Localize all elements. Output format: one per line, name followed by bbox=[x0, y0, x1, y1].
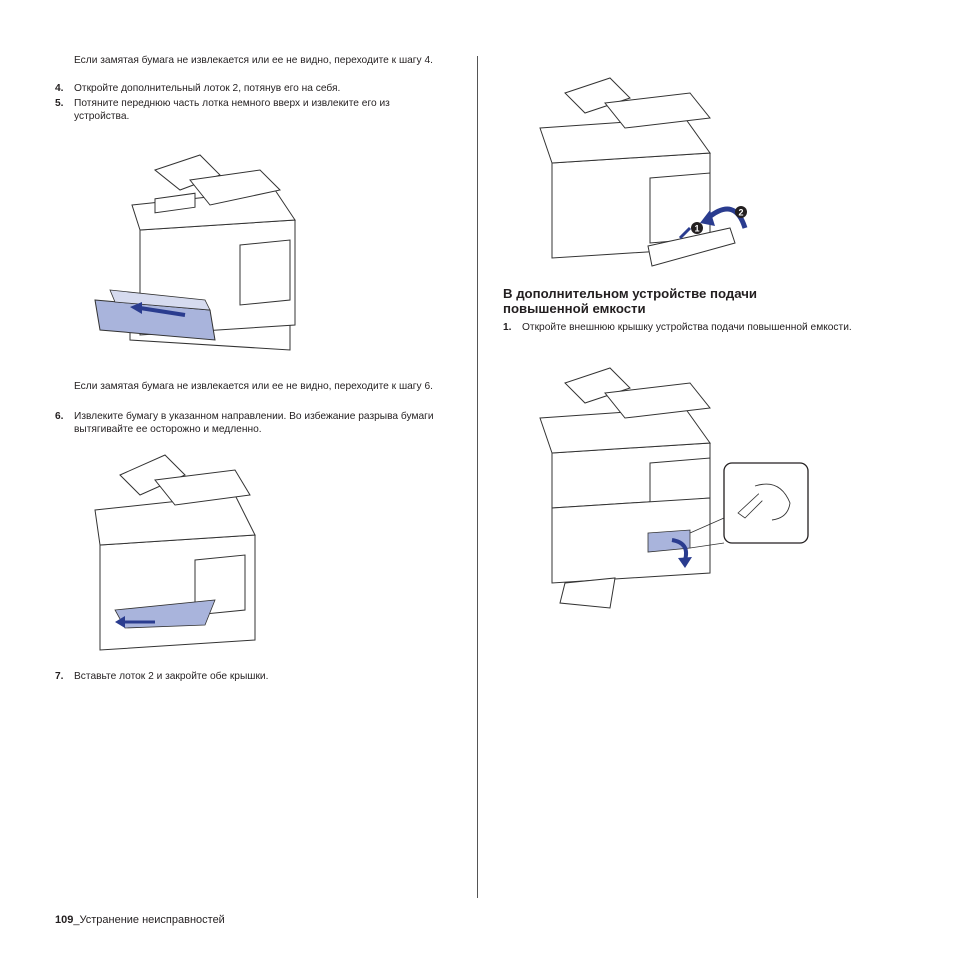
printer-side-cover-illustration: 1 2 bbox=[539, 77, 748, 267]
cover-open-arrow-icon bbox=[671, 538, 689, 561]
paragraph-skip-to-step6: Если замятая бумага не извлекается или е… bbox=[74, 381, 433, 392]
step-number-7: 7. bbox=[55, 671, 64, 682]
pull-direction-arrow-icon bbox=[139, 306, 186, 317]
footer-section-title: _Устранение неисправностей bbox=[73, 914, 225, 926]
step-6-text: Извлеките бумагу в указанном направлении… bbox=[74, 411, 434, 435]
step-number-5: 5. bbox=[55, 98, 64, 109]
side-cover-open bbox=[647, 227, 736, 267]
step-number-6: 6. bbox=[55, 411, 64, 422]
page-footer: 109_Устранение неисправностей bbox=[55, 914, 225, 926]
hand-icon bbox=[754, 483, 791, 521]
column-divider bbox=[477, 56, 478, 898]
printer-paper-pull-illustration bbox=[94, 454, 256, 651]
step-1-text: Откройте внешнюю крышку устройства подач… bbox=[522, 322, 852, 333]
callout-1-label: 1 bbox=[694, 224, 699, 234]
printer-tray-removal-illustration bbox=[94, 154, 296, 351]
step-number-1: 1. bbox=[503, 322, 512, 333]
open-cover-arrow-icon bbox=[706, 206, 748, 229]
paragraph-skip-to-step4: Если замятая бумага не извлекается или е… bbox=[74, 55, 433, 66]
step-4-text: Откройте дополнительный лоток 2, потянув… bbox=[74, 83, 341, 94]
callout-2-label: 2 bbox=[738, 208, 743, 218]
page-number: 109 bbox=[55, 914, 74, 926]
step-7-text: Вставьте лоток 2 и закройте обе крышки. bbox=[74, 671, 269, 682]
high-capacity-feeder-illustration bbox=[539, 367, 809, 609]
section-heading: В дополнительном устройстве подачи повыш… bbox=[503, 286, 758, 316]
callout-2-marker bbox=[735, 206, 747, 218]
step-number-4: 4. bbox=[55, 83, 64, 94]
step-5-text: Потяните переднюю часть лотка немного вв… bbox=[74, 98, 390, 122]
callout-1-marker bbox=[691, 222, 703, 234]
